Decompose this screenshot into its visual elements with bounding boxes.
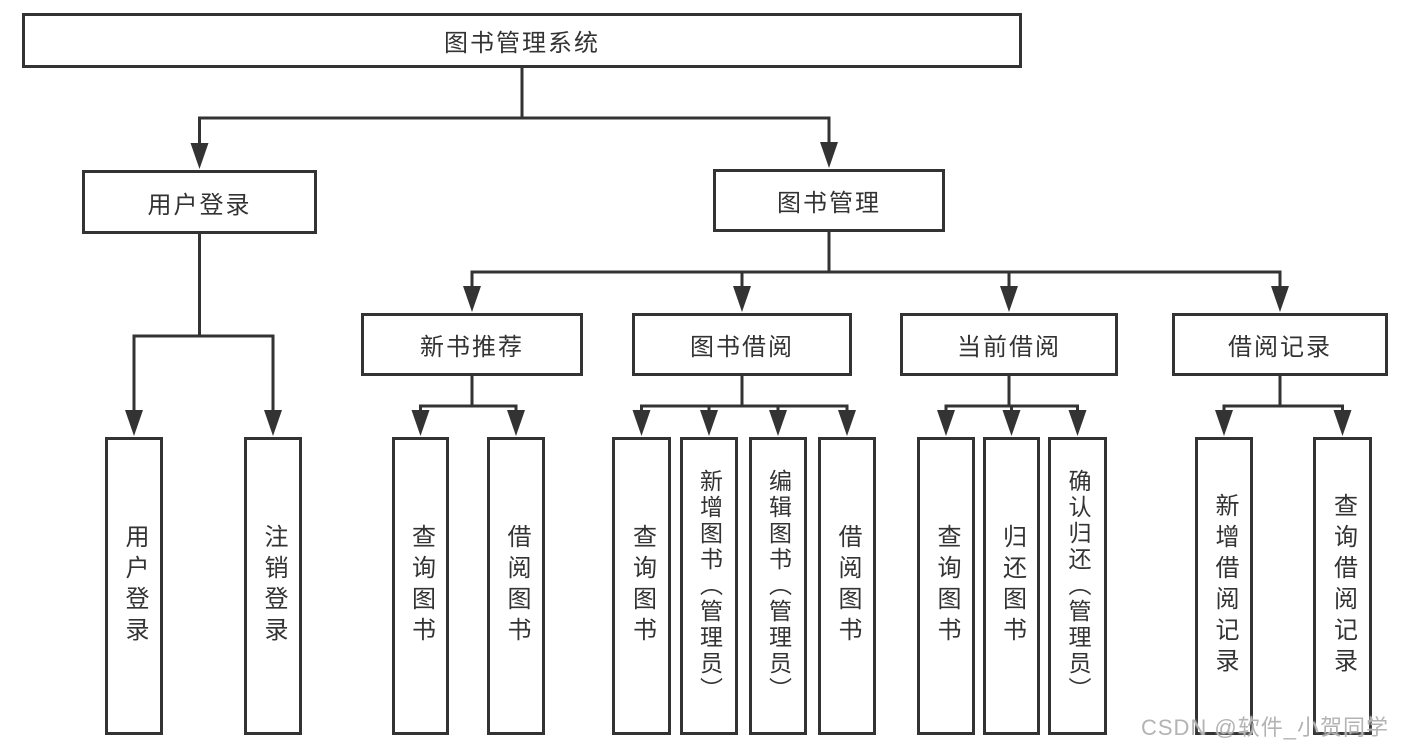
arrowhead-icon — [700, 410, 718, 436]
node-logout-leaf: 注销登录 — [244, 437, 302, 735]
connector-line — [198, 66, 831, 158]
arrowhead-icon — [264, 410, 282, 436]
connector-current-borrow — [937, 374, 1087, 436]
node-label: 归还图书 — [998, 524, 1026, 648]
node-label: 新书推荐 — [420, 334, 524, 361]
connector-borrow-records — [1215, 374, 1352, 436]
node-query-borrow-record: 查询借阅记录 — [1313, 437, 1372, 735]
connector-user-login — [125, 232, 282, 436]
connector-line — [419, 374, 518, 425]
node-new-book-rec: 新书推荐 — [361, 313, 583, 376]
node-label: 新增图书（管理员） — [696, 469, 723, 703]
node-return-book: 归还图书 — [983, 437, 1040, 735]
node-confirm-return: 确认归还（管理员） — [1048, 437, 1107, 735]
arrowhead-icon — [1271, 286, 1289, 312]
node-borrow-book-a: 借阅图书 — [487, 437, 545, 735]
node-label: 编辑图书（管理员） — [765, 469, 792, 703]
arrowhead-icon — [632, 410, 651, 436]
node-label: 图书管理 — [777, 190, 881, 217]
node-label: 注销登录 — [260, 524, 287, 648]
node-edit-book: 编辑图书（管理员） — [749, 437, 807, 735]
arrowhead-icon — [838, 410, 856, 436]
arrowhead-icon — [411, 410, 430, 436]
node-label: 查询借阅记录 — [1329, 493, 1357, 679]
arrowhead-icon — [507, 410, 525, 436]
node-label: 借阅图书 — [834, 524, 861, 648]
node-root: 图书管理系统 — [22, 13, 1022, 68]
node-user-login: 用户登录 — [82, 170, 317, 234]
arrowhead-icon — [937, 410, 955, 436]
connector-line — [470, 230, 1282, 301]
node-label: 图书管理系统 — [444, 30, 600, 57]
node-label: 借阅图书 — [503, 524, 530, 648]
node-label: 查询图书 — [933, 524, 960, 648]
node-label: 借阅记录 — [1228, 334, 1332, 361]
arrowhead-icon — [733, 286, 751, 312]
connector-line — [640, 374, 849, 425]
connector-line — [132, 232, 275, 425]
node-label: 查询图书 — [628, 524, 656, 648]
arrowhead-icon — [190, 143, 209, 169]
node-label: 用户登录 — [147, 191, 252, 219]
node-label: 当前借阅 — [957, 334, 1061, 361]
arrowhead-icon — [1002, 410, 1021, 436]
node-book-borrow: 图书借阅 — [632, 313, 852, 376]
node-current-borrow: 当前借阅 — [900, 313, 1118, 376]
node-label: 图书借阅 — [690, 334, 794, 361]
node-borrow-records: 借阅记录 — [1172, 313, 1388, 376]
connector-new-book-rec — [411, 374, 525, 436]
node-query-book-b: 查询图书 — [612, 437, 671, 735]
arrowhead-icon — [1333, 410, 1352, 436]
node-borrow-book-b: 借阅图书 — [818, 437, 876, 735]
node-add-book: 新增图书（管理员） — [680, 437, 738, 735]
node-label: 确认归还（管理员） — [1065, 469, 1091, 703]
node-query-book-a: 查询图书 — [392, 437, 449, 735]
node-query-book-c: 查询图书 — [917, 437, 975, 735]
arrowhead-icon — [1215, 410, 1233, 436]
connector-root — [190, 66, 838, 169]
node-add-borrow-record: 新增借阅记录 — [1195, 437, 1253, 735]
arrowhead-icon — [463, 286, 481, 312]
node-login-leaf: 用户登录 — [105, 437, 163, 735]
watermark: CSDN @软件_小贺同学 — [1140, 715, 1389, 740]
connector-line — [1222, 374, 1344, 425]
arrowhead-icon — [769, 410, 787, 436]
node-book-mgmt: 图书管理 — [713, 169, 945, 232]
connector-book-mgmt — [463, 230, 1289, 312]
node-label: 查询图书 — [407, 524, 435, 648]
connector-book-borrow — [632, 374, 856, 436]
node-label: 用户登录 — [121, 524, 148, 648]
arrowhead-icon — [820, 142, 838, 168]
arrowhead-icon — [1068, 410, 1087, 436]
node-label: 新增借阅记录 — [1211, 493, 1238, 679]
arrowhead-icon — [125, 410, 143, 436]
arrowhead-icon — [1000, 286, 1018, 312]
